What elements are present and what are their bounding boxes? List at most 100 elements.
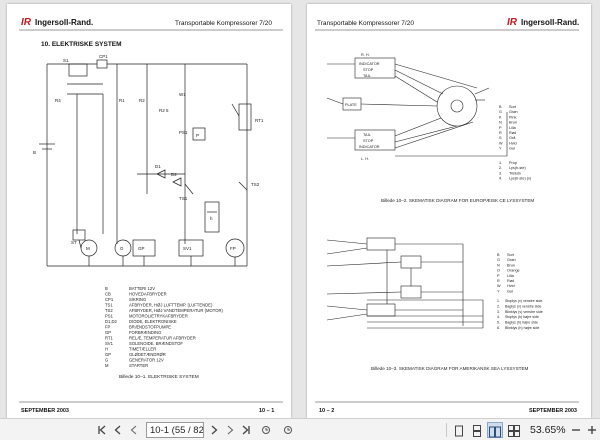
- legend-text: Lilla: [507, 274, 515, 278]
- page-10-1: IR Ingersoll-Rand. Transportable Kompres…: [7, 4, 291, 418]
- legend-code: 5.: [497, 321, 500, 325]
- legend-code: FP: [105, 325, 111, 330]
- single-page-view-button[interactable]: [452, 422, 466, 438]
- previous-nav-button[interactable]: [128, 422, 140, 438]
- legend-code: CB: [105, 292, 111, 297]
- right-page-canvas: Transportable Kompressorer 7/20 IR Inger…: [315, 17, 579, 414]
- legend-code: CP1: [105, 297, 114, 302]
- figure-caption-bottom: Billede 10–3. SKEMATISK DIAGRAM FOR AMER…: [371, 366, 529, 371]
- label-cp1: CP1: [99, 54, 108, 59]
- brand-logo: IR Ingersoll-Rand.: [21, 17, 93, 28]
- legend-code: G: [497, 258, 500, 262]
- zoom-level[interactable]: 53.65%: [530, 424, 566, 436]
- legend-text: Orange: [507, 269, 520, 273]
- footer-date: SEPTEMBER 2003: [21, 408, 69, 414]
- zoom-in-button[interactable]: [586, 422, 598, 438]
- document-viewport[interactable]: IR Ingersoll-Rand. Transportable Kompres…: [0, 0, 600, 418]
- legend-text: Hvid: [509, 141, 517, 145]
- ce-diagram-labels: R. H. INDICATOR STOP TAIL PLATE TAIL STO…: [345, 53, 380, 161]
- last-page-icon: [242, 425, 250, 435]
- label-indicator-bottom: INDICATOR: [359, 145, 380, 149]
- electrical-schematic: [39, 59, 252, 267]
- single-page-icon: [455, 425, 463, 437]
- label-sv1: SV1: [183, 246, 192, 251]
- legend-code: N: [499, 121, 502, 125]
- zoom-in-icon: [588, 426, 596, 434]
- legend-code: R: [497, 279, 500, 283]
- label-gp: GP: [138, 246, 145, 251]
- notes-top: 1.Prop2.Lys(h-ste)3.Tilslutn4.Lys(h-ste)…: [499, 161, 532, 181]
- legend-code: B: [497, 253, 500, 257]
- legend-text: Blinklys (v) venstre side: [505, 310, 543, 314]
- zoom-out-icon: [572, 429, 580, 431]
- legend-code: TS1: [105, 303, 113, 308]
- legend-code: B: [105, 286, 108, 291]
- legend-code: K: [499, 115, 502, 119]
- next-view-icon: [284, 426, 292, 434]
- legend-text: Rød: [507, 279, 514, 283]
- label-rt1: RT1: [255, 118, 264, 123]
- previous-page-button[interactable]: [112, 422, 124, 438]
- first-page-button[interactable]: [96, 422, 108, 438]
- label-lh: L. H.: [361, 157, 369, 161]
- page-number-input[interactable]: [146, 422, 204, 438]
- legend-text: Lys(h-ste): [509, 166, 526, 170]
- two-page-continuous-icon: [508, 425, 520, 437]
- label-fp: FP: [230, 246, 236, 251]
- footer-page-number: 10 – 1: [259, 408, 274, 414]
- two-page-continuous-button[interactable]: [506, 422, 522, 438]
- label-d2: D2: [171, 172, 177, 177]
- legend-text: Tilslutn: [509, 171, 521, 175]
- legend-text: Lilla: [509, 126, 517, 130]
- legend-code: W: [497, 284, 501, 288]
- legend-code: 2.: [497, 304, 500, 308]
- legend-code: W: [499, 141, 503, 145]
- next-view-button[interactable]: [280, 422, 294, 438]
- label-ps1: PS1: [179, 130, 188, 135]
- brand-logo-mark: IR: [507, 17, 518, 28]
- legend-code: 2.: [499, 166, 502, 170]
- legend-code: 4.: [497, 315, 500, 319]
- legend-text: MOTOROLIETRYKAFBRYDER: [129, 314, 188, 319]
- legend-code: SV1: [105, 341, 114, 346]
- two-page-view-button[interactable]: [487, 422, 503, 438]
- label-m: M: [86, 246, 90, 251]
- legend-code: GP: [105, 352, 111, 357]
- label-stop-top: STOP: [363, 68, 374, 72]
- legend-text: Hvid: [507, 284, 515, 288]
- first-page-icon: [98, 425, 106, 435]
- figure-caption: Billede 10–1. ELEKTRISKE SYSTEM: [119, 374, 199, 380]
- previous-view-button[interactable]: [260, 422, 274, 438]
- label-h: h: [210, 216, 213, 221]
- label-stop-bottom: STOP: [363, 139, 374, 143]
- legend-text: Pink: [509, 115, 516, 119]
- legend-text: Lys(h-ste) (v): [509, 177, 532, 181]
- brand-logo: IR Ingersoll-Rand.: [507, 17, 579, 28]
- label-g: G: [120, 246, 124, 251]
- legend-code: RT1: [105, 336, 114, 341]
- legend-code: N: [497, 263, 500, 267]
- chevron-right-icon: [211, 425, 218, 435]
- legend-text: STARTER: [129, 363, 148, 368]
- schematic-labels: B S1 CP1 R1 R2 R4 R2 5 W1 RT1 PS1 P D1 D…: [33, 54, 264, 251]
- previous-page-icon: [114, 425, 121, 435]
- footer-page-number: 10 – 2: [319, 408, 334, 414]
- brand-name: Ingersoll-Rand.: [35, 18, 93, 27]
- legend-code: M: [105, 363, 109, 368]
- next-page-button[interactable]: [208, 422, 220, 438]
- legend-text: Stoplys (v) venstre side: [505, 299, 542, 303]
- label-s1: S1: [63, 58, 69, 63]
- legend-code: Y: [497, 289, 500, 293]
- zoom-out-button[interactable]: [570, 422, 582, 438]
- legend-text: Rød: [509, 131, 516, 135]
- label-indicator-top: INDICATOR: [359, 62, 380, 66]
- legend-text: Sort: [507, 253, 515, 257]
- footer-date: SEPTEMBER 2003: [529, 408, 577, 414]
- last-page-button[interactable]: [240, 422, 252, 438]
- continuous-view-button[interactable]: [470, 422, 484, 438]
- next-nav-button[interactable]: [224, 422, 236, 438]
- legend-text: Brun: [507, 263, 515, 267]
- legend-text: Gul: [509, 147, 515, 151]
